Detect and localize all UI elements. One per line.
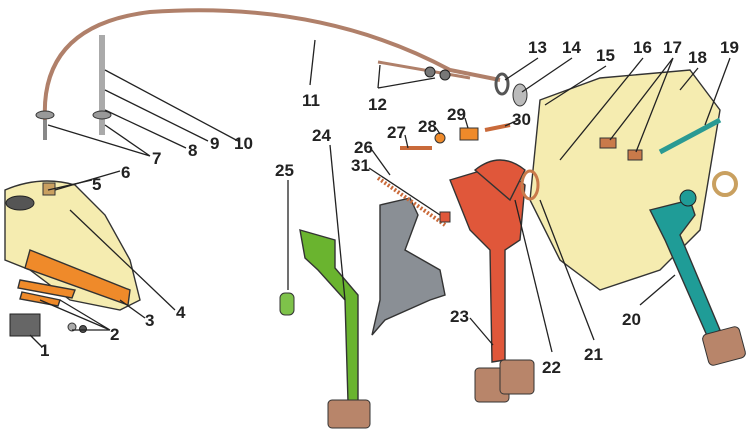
- label-7: 7: [152, 149, 161, 168]
- accelerator-pad: [702, 326, 746, 366]
- label-10: 10: [234, 134, 253, 153]
- label-1: 1: [40, 341, 49, 360]
- support-bracket: [371, 197, 446, 336]
- label-16: 16: [633, 38, 652, 57]
- leader-lines: [29, 39, 731, 353]
- label-21: 21: [584, 345, 603, 364]
- cable-flange-left: [35, 110, 55, 120]
- label-30: 30: [512, 110, 531, 129]
- spring-17: [599, 137, 617, 149]
- label-31: 31: [351, 156, 370, 175]
- label-25: 25: [275, 161, 294, 180]
- label-29: 29: [447, 105, 466, 124]
- label-6: 6: [121, 163, 130, 182]
- ring-14: [512, 83, 528, 107]
- switch-1: [9, 313, 41, 337]
- label-9: 9: [210, 134, 219, 153]
- shaft-19: [658, 117, 722, 155]
- sleeve: [424, 66, 436, 78]
- label-14: 14: [562, 38, 581, 57]
- nut-31: [439, 211, 451, 223]
- label-18: 18: [688, 48, 707, 67]
- cable-11: [42, 8, 501, 121]
- clevis-29: [459, 127, 479, 141]
- label-12: 12: [368, 95, 387, 114]
- cable-12: [377, 60, 471, 80]
- label-11: 11: [302, 91, 320, 110]
- label-4: 4: [176, 303, 186, 322]
- brake-spring: [520, 169, 540, 201]
- brake-pad-2: [499, 359, 535, 395]
- label-22: 22: [542, 358, 561, 377]
- washer: [67, 322, 77, 332]
- left-pedal-bracket: [4, 180, 141, 311]
- bushing: [679, 189, 697, 207]
- brake-sector: [473, 159, 526, 202]
- label-26: 26: [354, 138, 373, 157]
- pin-25: [279, 292, 295, 316]
- label-19: 19: [720, 38, 739, 57]
- ring-13: [494, 72, 510, 96]
- label-24: 24: [312, 126, 331, 145]
- label-3: 3: [145, 311, 154, 330]
- label-13: 13: [528, 38, 547, 57]
- spring-17b: [627, 149, 643, 161]
- nut: [79, 325, 87, 333]
- part-labels: 1 2 3 4 5 6 7 8 9 10 11 12 13 14 15 16 1…: [40, 38, 739, 377]
- label-5: 5: [92, 175, 101, 194]
- label-23: 23: [450, 307, 469, 326]
- clutch-pedal: [299, 229, 359, 403]
- right-pedal-bracket: [529, 69, 721, 291]
- label-8: 8: [188, 141, 197, 160]
- brake-pedal: [449, 164, 526, 363]
- bracket-cap: [5, 195, 35, 211]
- stud-flange: [92, 110, 112, 120]
- label-15: 15: [596, 46, 615, 65]
- label-28: 28: [418, 117, 437, 136]
- label-20: 20: [622, 310, 641, 329]
- lever-plates: [17, 279, 76, 307]
- label-2: 2: [110, 325, 119, 344]
- label-17: 17: [663, 38, 682, 57]
- seal-ring: [712, 171, 738, 197]
- sleeve-2: [439, 69, 451, 81]
- spring-26: [376, 176, 447, 227]
- label-27: 27: [387, 123, 406, 142]
- clutch-pad: [327, 399, 371, 429]
